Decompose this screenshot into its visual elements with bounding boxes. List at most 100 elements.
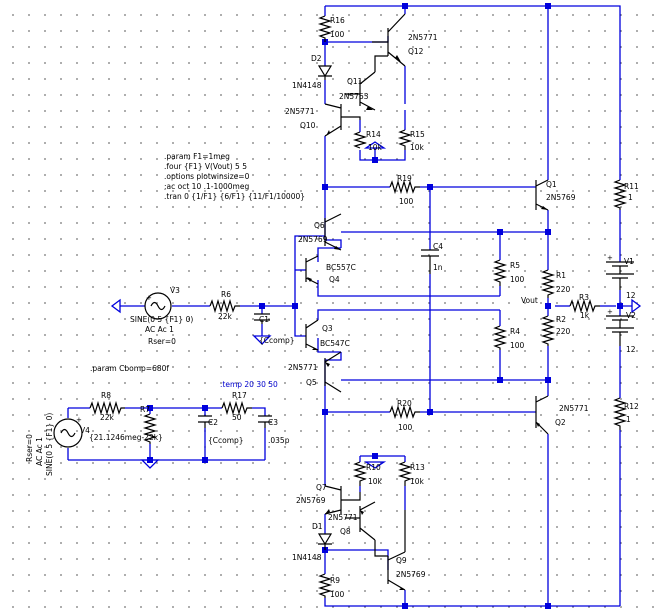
label-R11-ref: R11 xyxy=(624,182,639,191)
resistor-R4-symbol xyxy=(492,325,508,350)
label-Q6-ref: Q6 xyxy=(314,221,325,230)
label-V3-value: SINE(0 5 {F1} 0) xyxy=(130,315,193,324)
capacitor-C4-symbol xyxy=(421,249,439,274)
label-Q11-model: 2N5763 xyxy=(339,92,369,101)
label-Q2-model: 2N5771 xyxy=(559,404,589,413)
spice-directives: .param F1=1meg .four {F1} V(Vout) 5 5 .o… xyxy=(90,152,305,389)
diode-D2-symbol xyxy=(317,65,333,80)
label-R14-ref: R14 xyxy=(366,130,381,139)
label-C4-value: 1n xyxy=(433,263,443,272)
label-Q1-ref: Q1 xyxy=(546,180,557,189)
label-Q2-ref: Q2 xyxy=(555,418,566,427)
transistor-Q11-symbol xyxy=(345,55,388,111)
resistor-R15-symbol xyxy=(397,129,413,150)
transistor-Q9-symbol xyxy=(387,510,406,591)
ground-icon xyxy=(363,461,387,469)
label-V3-rser: Rser=0 xyxy=(148,337,176,346)
label-V2-ref: V2 xyxy=(626,311,636,320)
label-Q8-model: 2N5771 xyxy=(328,513,358,522)
resistor-R19-symbol xyxy=(389,179,420,195)
transistor-Q3-symbol xyxy=(305,319,319,351)
resistor-R5-symbol xyxy=(492,259,508,286)
transistor-Q6-symbol xyxy=(324,213,342,251)
label-R19-value: 100 xyxy=(399,197,414,206)
capacitor-C2-symbol xyxy=(198,415,212,428)
label-Q1-model: 2N5769 xyxy=(546,193,576,202)
label-R19-ref: R19 xyxy=(397,174,412,183)
transistor-Q4-symbol xyxy=(305,255,319,285)
svg-text:+: + xyxy=(76,416,82,424)
label-Q5-model: 2N5771 xyxy=(288,363,318,372)
label-R20-ref: R20 xyxy=(397,399,412,408)
label-D1-ref: D1 xyxy=(312,522,323,531)
directive-temp-step: .temp 20 30 50 xyxy=(220,380,278,389)
resistor-R16-symbol xyxy=(317,15,333,42)
capacitors xyxy=(198,249,439,428)
label-R17-ref: R17 xyxy=(232,391,247,400)
label-Q4-model: BC557C xyxy=(326,263,356,272)
label-V4-ref: V4 xyxy=(80,426,90,435)
ground-symbols xyxy=(110,141,642,469)
label-C2-ref: C2 xyxy=(208,418,218,427)
resistors xyxy=(89,15,628,598)
battery-V2-symbol: + xyxy=(606,308,634,346)
transistor-Q1-symbol xyxy=(535,179,549,211)
source-V4-symbol: + xyxy=(53,416,83,448)
label-R12-value: 1 xyxy=(626,415,631,424)
source-V3-symbol: + xyxy=(144,292,172,320)
resistor-R2-symbol xyxy=(540,315,556,346)
label-D1-model: 1N4148 xyxy=(292,553,322,562)
svg-text:+: + xyxy=(607,254,613,262)
label-R17-value: 50 xyxy=(232,413,242,422)
label-Q9-model: 2N5769 xyxy=(396,570,426,579)
label-R7-ref: R7 xyxy=(140,405,150,414)
transistor-Q7-symbol xyxy=(324,485,361,515)
label-C4-ref: C4 xyxy=(433,242,443,251)
label-C3-value: .035p xyxy=(268,436,290,445)
component-labels: R16 100 2N5771 Q12 D2 Q11 1N4148 2N5763 … xyxy=(25,16,639,599)
label-R9-value: 100 xyxy=(330,590,345,599)
transistor-Q10-symbol xyxy=(324,103,361,137)
ground-icon xyxy=(140,459,160,469)
label-R1-value: 220 xyxy=(556,285,571,294)
directive-line-5: .tran 0 {1/F1} {6/F1} {11/F1/10000} xyxy=(164,192,305,201)
label-R6-value: 22k xyxy=(218,312,233,321)
label-R8-ref: R8 xyxy=(101,391,111,400)
label-R11-value: 1 xyxy=(628,193,633,202)
label-C2-value: {Ccomp} xyxy=(208,436,244,445)
resistor-R12-symbol xyxy=(612,397,628,430)
label-R13-value: 10k xyxy=(410,477,425,486)
svg-text:+: + xyxy=(146,294,152,302)
diode-D1-symbol xyxy=(317,533,333,550)
directive-line-3: .options plotwinsize=0 xyxy=(164,172,250,181)
directive-line-1: .param F1=1meg xyxy=(164,152,230,161)
resistor-R13-symbol xyxy=(397,461,413,486)
label-R9-ref: R9 xyxy=(330,576,340,585)
resistor-R8-symbol xyxy=(89,400,125,416)
capacitor-C3-symbol xyxy=(258,415,272,428)
svg-text:+: + xyxy=(607,308,613,316)
label-Q7-ref: Q7 xyxy=(316,483,327,492)
label-R20-value: 100 xyxy=(398,423,413,432)
label-V3-ref: V3 xyxy=(170,286,180,295)
label-R10-ref: R10 xyxy=(366,463,381,472)
ground-icon xyxy=(110,298,121,314)
label-C3-ref: C3 xyxy=(268,418,278,427)
label-Q9-ref: Q9 xyxy=(396,556,407,565)
label-Q6-model: 2N5769 xyxy=(298,235,328,244)
label-R10-value: 10k xyxy=(368,477,383,486)
label-Q12-ref: Q12 xyxy=(408,47,424,56)
label-R3-value: 1k xyxy=(580,311,590,320)
label-R2-value: 220 xyxy=(556,327,571,336)
label-V3-ac: AC Ac 1 xyxy=(145,325,174,334)
label-R15-value: 10k xyxy=(410,143,425,152)
label-R4-value: 100 xyxy=(510,341,525,350)
label-C1-ref: C1 xyxy=(259,315,269,324)
voltage-sources: + + + + xyxy=(53,254,634,448)
resistor-R9-symbol xyxy=(317,573,333,598)
label-Q11-ref: Q11 xyxy=(347,77,363,86)
resistor-R20-symbol xyxy=(389,404,420,420)
label-R2-ref: R2 xyxy=(556,315,566,324)
label-Q10-ref: Q10 xyxy=(300,121,316,130)
label-R7-value: {21.1246meg-22k} xyxy=(89,433,163,442)
